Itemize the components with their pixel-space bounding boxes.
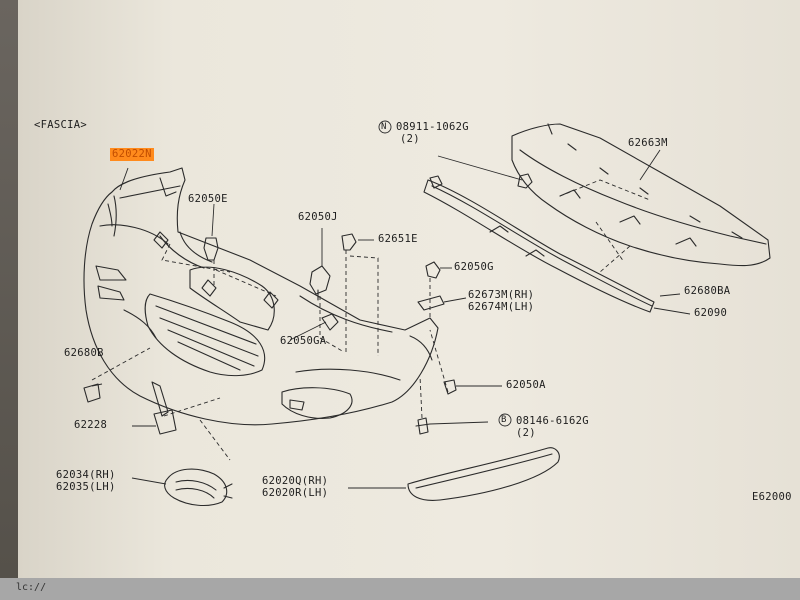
grille-opening [144, 293, 266, 377]
part-label-62020q[interactable]: 62020Q(RH) [262, 475, 329, 487]
part-label-62050g[interactable]: 62050G [454, 261, 494, 273]
trim-molding [407, 447, 560, 501]
figure-code: E62000 [752, 491, 792, 503]
part-label-62034[interactable]: 62034(RH) [56, 469, 116, 481]
fog-opening [281, 387, 353, 419]
bumper-fascia [83, 167, 439, 426]
part-label-62651e[interactable]: 62651E [378, 233, 418, 245]
status-bar [0, 578, 800, 600]
part-label-62050ga[interactable]: 62050GA [280, 335, 327, 347]
part-label-62090[interactable]: 62090 [694, 307, 728, 319]
part-label-62228[interactable]: 62228 [74, 419, 108, 431]
nut-circle-symbol: N [381, 122, 387, 132]
fog-lamp [164, 468, 228, 507]
energy-absorber [511, 123, 771, 267]
part-label-08146[interactable]: 08146-6162G [516, 415, 589, 427]
part-label-62680ba[interactable]: 62680BA [684, 285, 731, 297]
part-label-62050j[interactable]: 62050J [298, 211, 338, 223]
part-label-62050e[interactable]: 62050E [188, 193, 228, 205]
part-label-62663m[interactable]: 62663M [628, 137, 668, 149]
parts-diagram-page [18, 0, 800, 584]
section-title: <FASCIA> [34, 119, 87, 131]
bumper-reinforcement [423, 179, 655, 313]
part-label-62680b[interactable]: 62680B [64, 347, 104, 359]
part-label-62050a[interactable]: 62050A [506, 379, 546, 391]
part-qty-08146: (2) [516, 427, 536, 439]
highlighted-part-number[interactable]: 62022N [110, 148, 154, 161]
part-label-62035[interactable]: 62035(LH) [56, 481, 116, 493]
part-qty-08911: (2) [400, 133, 420, 145]
part-label-62020r[interactable]: 62020R(LH) [262, 487, 329, 499]
part-label-62674m[interactable]: 62674M(LH) [468, 301, 535, 313]
part-label-08911[interactable]: 08911-1062G [396, 121, 469, 133]
bolt-circle-symbol: B [501, 415, 507, 425]
status-text: lc:// [16, 582, 47, 593]
part-label-62673m[interactable]: 62673M(RH) [468, 289, 535, 301]
